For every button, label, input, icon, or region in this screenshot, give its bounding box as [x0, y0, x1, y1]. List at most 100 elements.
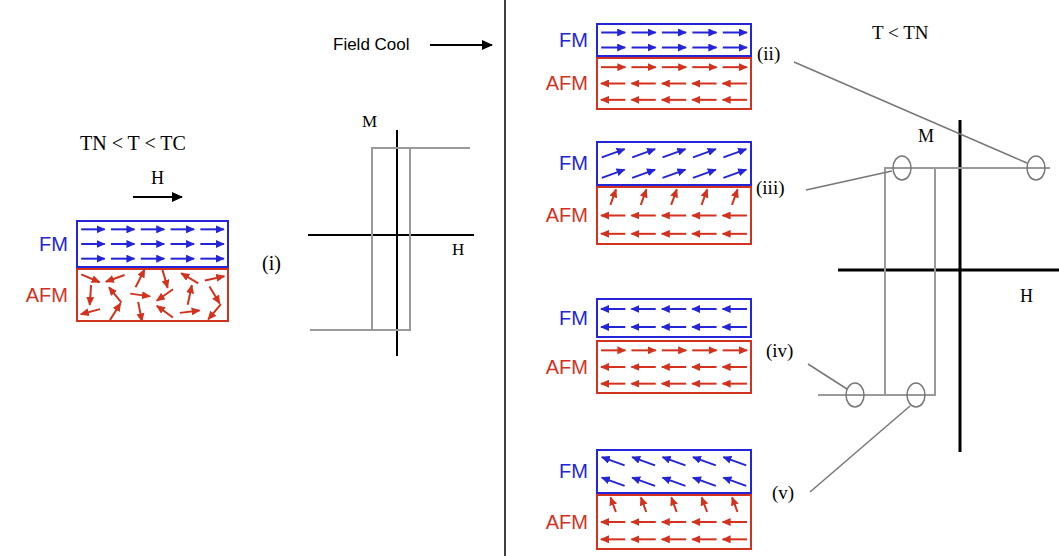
temperature-label: TN < T < TC — [80, 132, 186, 155]
spin-arrow — [632, 47, 656, 49]
layer-label: AFM — [26, 284, 68, 307]
spin-arrow — [723, 457, 746, 465]
spin-arrow — [632, 32, 656, 34]
spin-arrows — [598, 143, 750, 184]
spin-arrows — [598, 59, 750, 108]
spin-arrow — [631, 349, 655, 351]
antiferromagnet-layer: AFM — [76, 268, 229, 322]
spin-arrow — [662, 215, 686, 217]
spin-arrow — [723, 326, 747, 328]
spin-arrow — [601, 233, 625, 235]
spin-arrow — [662, 521, 686, 523]
spin-arrow — [723, 83, 747, 85]
spin-arrow — [601, 521, 625, 523]
spin-arrow — [702, 497, 707, 512]
spin-arrows — [598, 496, 750, 548]
callout-number: (iii) — [756, 177, 785, 199]
spin-arrow — [81, 228, 104, 230]
axis-label: M — [918, 126, 934, 147]
spin-arrow — [732, 497, 737, 512]
spin-arrow — [601, 215, 625, 217]
spin-arrow — [141, 258, 164, 260]
leader-line — [794, 62, 1027, 163]
layer-label: FM — [559, 307, 588, 330]
state-circle — [1027, 156, 1045, 180]
spin-arrow — [723, 383, 747, 385]
spin-arrow — [631, 326, 655, 328]
spin-arrow — [602, 478, 625, 486]
axis-label: H — [1020, 286, 1033, 307]
spin-arrows — [78, 270, 227, 320]
spin-arrow — [693, 170, 716, 178]
spin-arrow — [641, 497, 646, 512]
ferromagnet-layer: FM — [596, 298, 752, 338]
spin-arrow — [111, 243, 134, 245]
spin-arrow — [208, 304, 221, 319]
axis-label: H — [452, 240, 464, 260]
spin-arrow — [188, 285, 192, 304]
spin-arrow — [610, 189, 616, 205]
spin-arrow — [631, 66, 655, 68]
field-cool-arrow — [430, 44, 492, 46]
spin-arrow — [692, 233, 716, 235]
spin-arrow — [663, 478, 686, 486]
antiferromagnet-layer: AFM — [596, 340, 752, 394]
spin-arrow — [200, 228, 223, 230]
field-arrow — [133, 196, 182, 198]
antiferromagnet-layer: AFM — [596, 57, 752, 110]
spin-arrow — [200, 258, 223, 260]
divider — [504, 0, 506, 556]
spin-arrow — [171, 258, 194, 260]
spin-arrow — [662, 366, 686, 368]
spin-arrow — [209, 286, 219, 303]
spin-arrows — [598, 300, 750, 336]
spin-arrow — [81, 309, 100, 314]
spin-arrow — [692, 326, 716, 328]
layer-label: FM — [559, 460, 588, 483]
spin-arrow — [662, 32, 686, 34]
spin-arrow — [632, 457, 655, 465]
layer-label: AFM — [546, 72, 588, 95]
spin-arrow — [601, 47, 625, 49]
spin-arrow — [671, 189, 677, 205]
spin-arrow — [171, 228, 194, 230]
spin-arrows — [598, 188, 750, 243]
spin-arrow — [632, 170, 655, 178]
spin-arrow — [601, 32, 625, 34]
spin-arrow — [141, 243, 164, 245]
spin-arrow — [631, 308, 655, 310]
layer-label: AFM — [546, 511, 588, 534]
spin-arrow — [141, 228, 164, 230]
spin-arrow — [136, 270, 145, 287]
layer-label: FM — [559, 29, 588, 52]
spin-arrow — [671, 497, 676, 512]
spin-arrow — [110, 303, 121, 320]
spin-arrow — [171, 243, 194, 245]
spin-arrow — [723, 47, 747, 49]
panel-label: (i) — [262, 252, 281, 275]
spin-arrow — [601, 383, 625, 385]
spin-arrow — [602, 457, 625, 465]
spin-arrow — [692, 349, 716, 351]
spin-arrow — [602, 149, 625, 157]
leader-line — [806, 171, 892, 190]
spin-arrow — [90, 285, 91, 305]
spin-arrow — [692, 521, 716, 523]
spin-arrow — [663, 170, 686, 178]
spin-arrow — [662, 83, 686, 85]
spin-arrow — [631, 366, 655, 368]
spin-arrow — [692, 366, 716, 368]
spin-arrow — [663, 149, 686, 157]
spin-arrow — [723, 538, 747, 540]
antiferromagnet-layer: AFM — [596, 494, 752, 550]
spin-arrow — [632, 149, 655, 157]
spin-arrow — [692, 99, 716, 101]
spin-arrow — [723, 32, 747, 34]
process-label: Field Cool — [333, 35, 410, 55]
spin-arrow — [663, 457, 686, 465]
spin-arrow — [631, 215, 655, 217]
spin-arrow — [106, 275, 125, 282]
spin-arrow — [723, 66, 747, 68]
layer-label: FM — [559, 152, 588, 175]
axis-label: M — [362, 112, 377, 132]
